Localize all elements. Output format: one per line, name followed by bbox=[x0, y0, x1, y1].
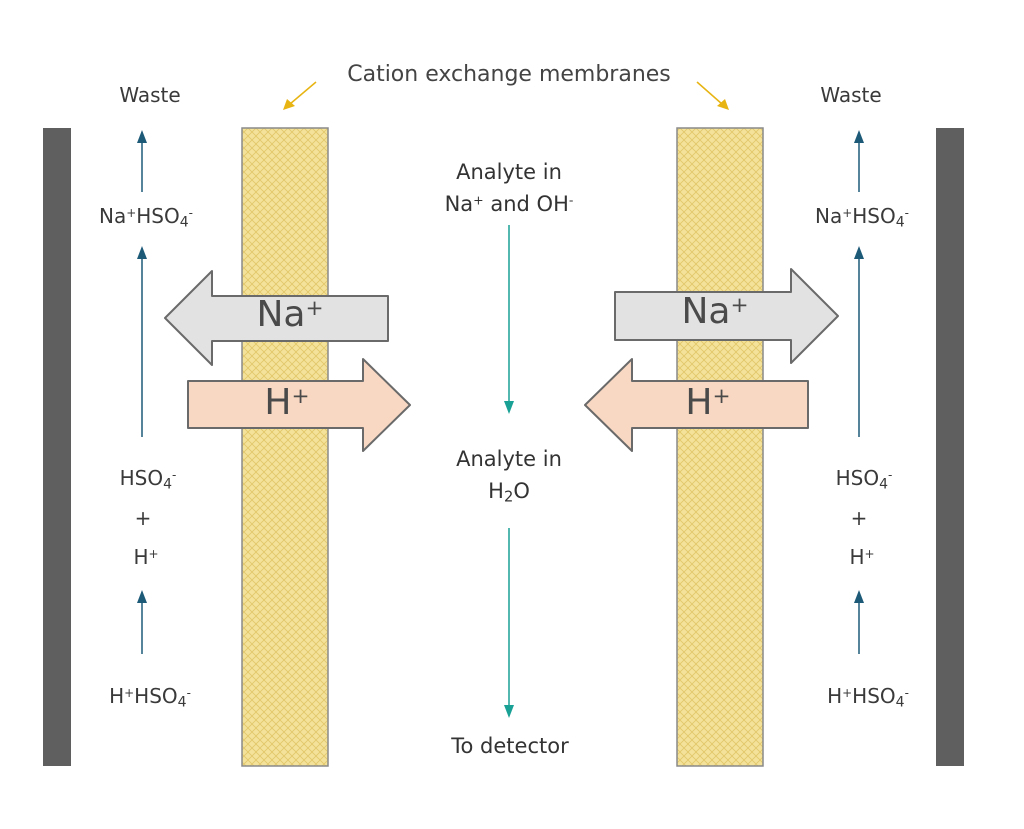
left-flow-arrow-bottom bbox=[137, 590, 147, 654]
right-flow-arrow-top bbox=[854, 130, 864, 192]
left-wall bbox=[43, 128, 71, 766]
left-hso4-label: HSO4- bbox=[119, 466, 177, 493]
left-h-label: H+ bbox=[133, 545, 159, 569]
center-analyte-in-water-block: Analyte in H2O bbox=[456, 443, 562, 507]
left-na-hso4-label: Na+HSO4- bbox=[98, 204, 194, 231]
membranes-title: Cation exchange membranes bbox=[347, 62, 671, 87]
right-membrane bbox=[676, 127, 764, 767]
center-analyte-in-oh-block: Analyte in Na+ and OH- bbox=[445, 156, 574, 220]
right-h-arrow-label: H+ bbox=[685, 382, 731, 423]
right-flow-arrow-middle bbox=[854, 246, 864, 437]
right-h-label: H+ bbox=[849, 545, 875, 569]
left-pointer-arrow bbox=[283, 81, 317, 110]
analyte-in-label-2: Analyte in bbox=[456, 447, 562, 471]
left-plus-label: + bbox=[134, 506, 152, 530]
right-na-hso4-label: Na+HSO4- bbox=[814, 204, 910, 231]
left-membrane bbox=[241, 127, 329, 767]
right-h-hso4-label: H+HSO4- bbox=[827, 684, 909, 711]
left-flow-arrow-middle bbox=[137, 246, 147, 437]
analyte-in-label-1: Analyte in bbox=[456, 160, 562, 184]
h2o-label: H2O bbox=[488, 479, 530, 506]
left-h-hso4-label: H+HSO4- bbox=[109, 684, 191, 711]
right-wall bbox=[936, 128, 964, 766]
right-h-arrow bbox=[584, 358, 809, 452]
right-plus-label: + bbox=[850, 506, 868, 530]
right-waste-label: Waste bbox=[820, 83, 882, 107]
left-na-arrow bbox=[164, 270, 389, 366]
left-waste-label: Waste bbox=[119, 83, 181, 107]
left-h-arrow-label: H+ bbox=[264, 382, 310, 423]
to-detector-label: To detector bbox=[451, 734, 569, 758]
analyte-arrow-lower bbox=[504, 528, 514, 718]
left-flow-arrow-top bbox=[137, 130, 147, 192]
right-na-arrow-label: Na+ bbox=[681, 291, 749, 332]
analyte-arrow-upper bbox=[504, 225, 514, 414]
right-hso4-label: HSO4- bbox=[835, 466, 893, 493]
left-h-arrow bbox=[187, 358, 411, 452]
left-na-arrow-label: Na+ bbox=[256, 294, 324, 335]
right-pointer-arrow bbox=[696, 81, 729, 110]
right-flow-arrow-bottom bbox=[854, 590, 864, 654]
right-na-arrow bbox=[614, 268, 839, 364]
na-and-oh-label: Na+ and OH- bbox=[444, 192, 574, 216]
